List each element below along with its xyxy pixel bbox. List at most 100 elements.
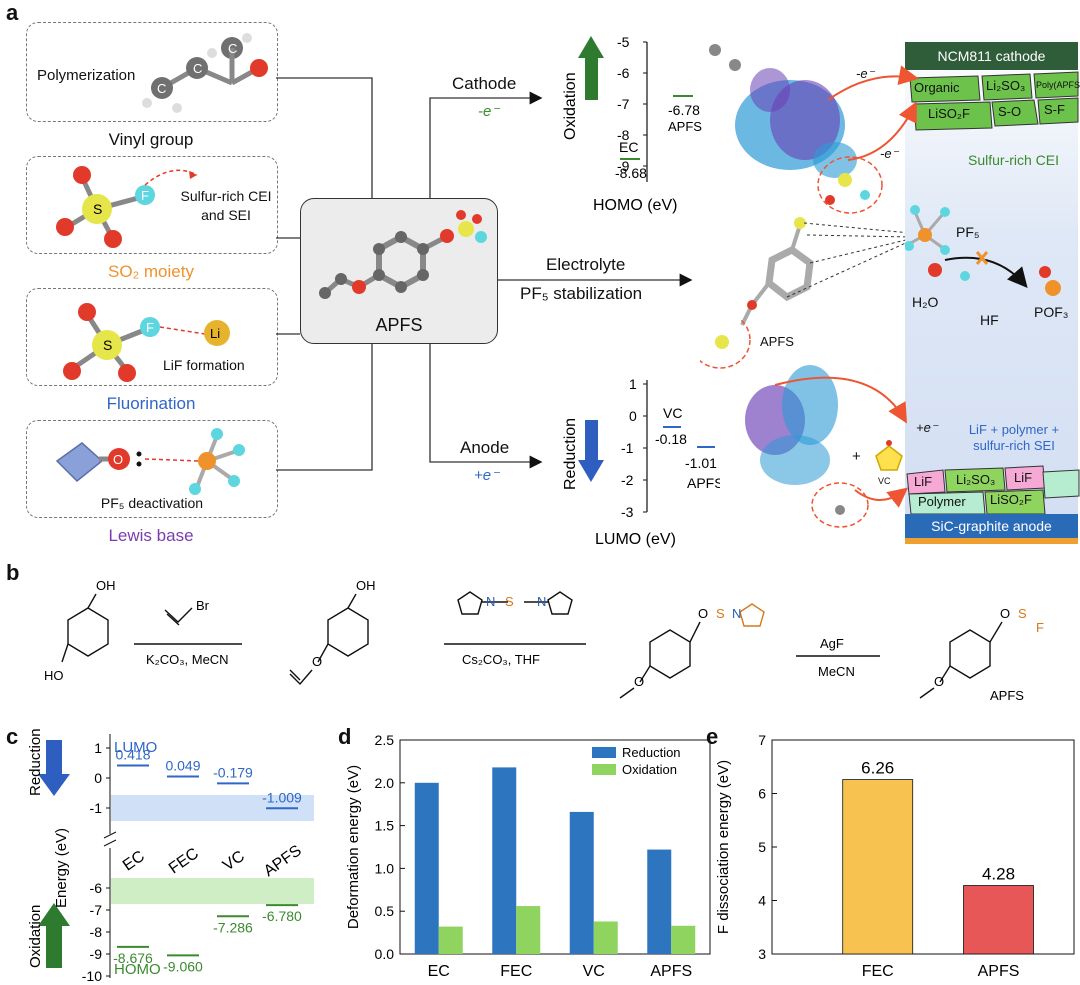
d-legend-swatch (592, 747, 616, 758)
homo-apfs-value: -6.78 (668, 102, 700, 118)
c-category-label: VC (220, 848, 248, 875)
atom-o: O (113, 452, 123, 467)
c-ytick-label: -7 (90, 902, 103, 918)
lumo-tick-label: -2 (621, 472, 634, 488)
d-ytick-label: 2.0 (375, 775, 395, 791)
e-bar (963, 885, 1034, 955)
homo-xlabel: HOMO (eV) (593, 197, 677, 214)
pf5-stabilization-label: PF₅ stabilization (520, 284, 643, 303)
cei-liso2f: LiSO₂F (928, 106, 970, 121)
reagent-2-bottom: Cs₂CO₃, THF (462, 652, 540, 667)
b-s-3: S (1018, 606, 1027, 621)
pf5-deactivation-icon: O (55, 428, 245, 495)
b-n-3: N (732, 606, 741, 621)
electron-label-2: -e⁻ (880, 146, 899, 161)
b-o-1: O (312, 654, 322, 669)
polymerization-label: Polymerization (37, 67, 136, 84)
homo-tick-label: -9 (617, 158, 630, 174)
sei-lif-2: LiF (1014, 470, 1033, 485)
e-ylabel: F dissociation energy (eV) (715, 760, 732, 934)
d-bar-reduction (414, 782, 439, 954)
c-category-label: APFS (261, 842, 305, 880)
e-value-label: 6.26 (861, 759, 894, 778)
d-bar-reduction (492, 767, 517, 954)
b-br: Br (196, 598, 210, 613)
cathode-electron: -e⁻ (478, 103, 500, 120)
lif-molecule-icon: S F Li (63, 303, 230, 382)
sulfur-rich-cei-label: Sulfur-rich CEI (968, 152, 1060, 168)
d-category-label: FEC (500, 963, 532, 980)
vinyl-group-box: C C C Polymerization (26, 22, 278, 122)
homo-tick-label: -7 (617, 96, 630, 112)
ncm811-cathode-layer: NCM811 cathode (905, 42, 1078, 70)
pf5-deactivation-label: PF₅ deactivation (100, 495, 204, 511)
lumo-tick-label: 1 (629, 376, 637, 392)
reagent-3-bottom: MeCN (818, 664, 855, 679)
pf5-label: PF₅ (956, 224, 980, 240)
electron-label-1: -e⁻ (856, 66, 875, 81)
d-legend-label: Oxidation (622, 762, 677, 777)
hf-label: HF (980, 312, 999, 328)
vc-plus: + (852, 448, 861, 465)
electrolyte-label: Electrolyte (546, 255, 626, 274)
lumo-vc-value: -0.18 (655, 431, 687, 447)
c-oxidation-label: Oxidation (27, 905, 44, 968)
homo-ec-name: EC (619, 139, 638, 155)
d-category-label: EC (428, 963, 450, 980)
c-level-label: -0.179 (213, 764, 253, 780)
so2-molecule-icon: S F (56, 166, 198, 248)
cathode-label: Cathode (452, 74, 517, 93)
c-level-label: -7.286 (213, 919, 253, 935)
c-ytick-label: -10 (82, 968, 102, 984)
apfs-center-box: APFS (300, 198, 498, 344)
c-ytick-label: -1 (90, 800, 103, 816)
d-legend-swatch (592, 764, 616, 775)
reagent-3-top: AgF (820, 636, 844, 651)
b-s-1: S (505, 594, 514, 609)
e-bar (842, 779, 914, 955)
b-ho-1: HO (44, 668, 64, 683)
sei-liso2f: LiSO₂F (990, 492, 1032, 507)
sei-label: LiF + polymer + sulfur-rich SEI (968, 422, 1060, 453)
lumo-mini-chart: Reduction 10-1-2-3 VC -0.18 -1.01 APFS L… (562, 376, 720, 548)
d-bar-oxidation (516, 906, 541, 954)
d-ytick-label: 1.5 (375, 818, 395, 834)
c-level-label: -6.780 (262, 908, 302, 924)
sic-graphite-anode-layer: SiC-graphite anode (905, 514, 1078, 538)
atom-f-2: F (146, 320, 154, 335)
lewis-base-caption: Lewis base (108, 526, 194, 545)
homo-ec-value: -8.68 (615, 165, 647, 181)
panel-a-letter: a (6, 0, 19, 25)
c-ytick-label: -8 (90, 924, 103, 940)
sei-lif-1: LiF (914, 474, 933, 489)
vc-molecule-icon (875, 440, 903, 471)
fluorination-caption: Fluorination (106, 394, 196, 413)
cei-s-o: S-O (998, 104, 1022, 119)
d-category-label: VC (583, 963, 605, 980)
c-ylabel: Energy (eV) (53, 828, 70, 908)
homo-tick-label: -5 (617, 34, 630, 50)
b-o-3: O (634, 674, 644, 689)
b-f: F (1036, 620, 1044, 635)
cei-organic: Organic (914, 80, 960, 95)
d-category-label: APFS (650, 963, 692, 980)
cei-s-f: S-F (1044, 102, 1065, 117)
d-ytick-label: 2.5 (375, 732, 395, 748)
lumo-tick-label: -1 (621, 440, 634, 456)
panel-e-letter: e (706, 724, 719, 749)
e-ytick-label: 7 (758, 732, 766, 748)
lewis-base-box: O PF₅ deactivation (26, 420, 278, 518)
homo-band (111, 878, 314, 904)
atom-s-2: S (103, 337, 112, 353)
c-ytick-label: 0 (94, 770, 102, 786)
sei-layer (906, 465, 1080, 514)
homo-tick-label: -6 (617, 65, 630, 81)
apfs-pf5-label: APFS (760, 334, 794, 349)
d-ytick-label: 1.0 (375, 860, 395, 876)
vinyl-group-caption: Vinyl group (108, 130, 194, 149)
anode-current-collector (905, 538, 1078, 544)
reagent-1-bottom: K₂CO₃, MeCN (146, 652, 229, 667)
c-reduction-label: Reduction (27, 728, 44, 796)
atom-c3: C (228, 41, 237, 56)
